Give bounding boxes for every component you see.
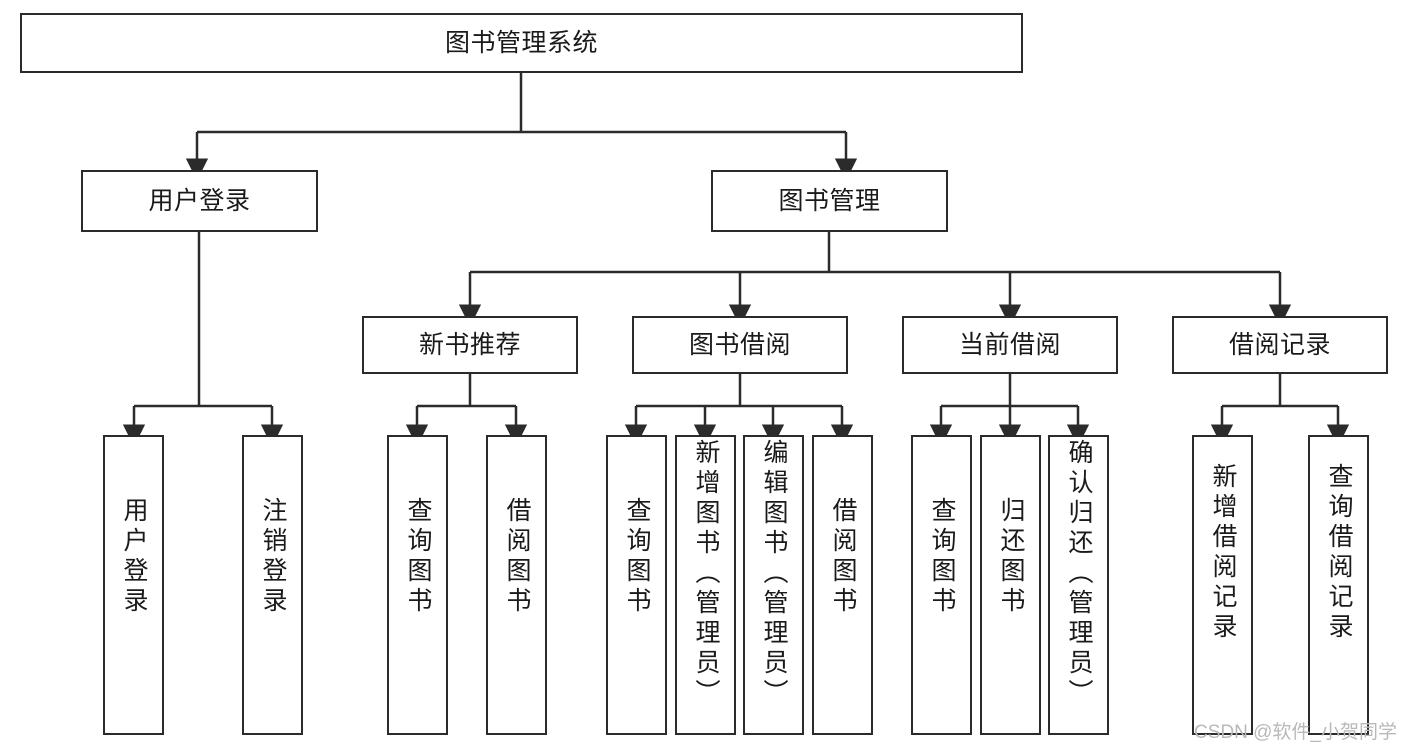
node-book-borrow[interactable]: 图书借阅 xyxy=(632,316,848,374)
node-label: 用户登录 xyxy=(120,497,148,617)
leaf-return-book[interactable]: 归还图书 xyxy=(980,435,1041,735)
node-label: 图书管理系统 xyxy=(444,29,598,57)
node-label: 确认归还（管理员） xyxy=(1065,439,1093,709)
node-label: 图书管理 xyxy=(778,187,881,215)
node-label: 查询图书 xyxy=(623,497,651,617)
node-label: 借阅图书 xyxy=(503,497,531,617)
node-label: 借阅记录 xyxy=(1228,331,1331,359)
node-new-book-recommend[interactable]: 新书推荐 xyxy=(362,316,578,374)
node-current-borrow[interactable]: 当前借阅 xyxy=(902,316,1118,374)
node-label: 编辑图书（管理员） xyxy=(760,439,788,709)
node-borrow-record[interactable]: 借阅记录 xyxy=(1172,316,1388,374)
leaf-query-book-borrow[interactable]: 查询图书 xyxy=(606,435,667,735)
node-label: 新增借阅记录 xyxy=(1209,463,1237,643)
node-label: 新书推荐 xyxy=(418,331,521,359)
leaf-query-borrow-record[interactable]: 查询借阅记录 xyxy=(1308,435,1369,735)
node-label: 新增图书（管理员） xyxy=(692,439,720,709)
node-book-management[interactable]: 图书管理 xyxy=(711,170,948,232)
node-root-system[interactable]: 图书管理系统 xyxy=(20,13,1023,73)
leaf-add-book-admin[interactable]: 新增图书（管理员） xyxy=(675,435,736,735)
node-label: 图书借阅 xyxy=(688,331,791,359)
leaf-borrow-book-recommend[interactable]: 借阅图书 xyxy=(486,435,547,735)
node-label: 归还图书 xyxy=(997,497,1025,617)
node-label: 注销登录 xyxy=(259,497,287,617)
node-label: 查询图书 xyxy=(928,497,956,617)
leaf-query-book-recommend[interactable]: 查询图书 xyxy=(387,435,448,735)
node-label: 借阅图书 xyxy=(829,497,857,617)
leaf-borrow-book[interactable]: 借阅图书 xyxy=(812,435,873,735)
leaf-logout[interactable]: 注销登录 xyxy=(242,435,303,735)
leaf-add-borrow-record[interactable]: 新增借阅记录 xyxy=(1192,435,1253,735)
node-label: 查询借阅记录 xyxy=(1325,463,1353,643)
leaf-user-login[interactable]: 用户登录 xyxy=(103,435,164,735)
csdn-watermark: CSDN @软件_小贺同学 xyxy=(1194,722,1397,743)
leaf-query-book-current[interactable]: 查询图书 xyxy=(911,435,972,735)
node-label: 查询图书 xyxy=(404,497,432,617)
node-label: 当前借阅 xyxy=(958,331,1061,359)
leaf-confirm-return-admin[interactable]: 确认归还（管理员） xyxy=(1048,435,1109,735)
node-user-login[interactable]: 用户登录 xyxy=(81,170,318,232)
node-label: 用户登录 xyxy=(148,187,251,215)
leaf-edit-book-admin[interactable]: 编辑图书（管理员） xyxy=(743,435,804,735)
